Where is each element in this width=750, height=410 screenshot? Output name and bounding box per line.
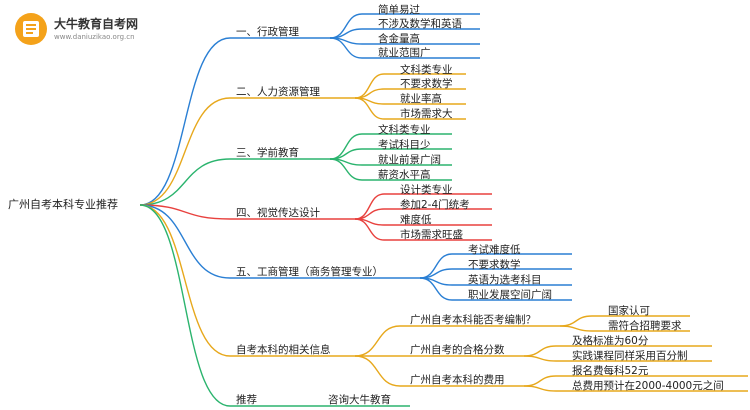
sub-branch-connector: [354, 355, 401, 387]
leaf-label: 就业前景广阔: [378, 154, 441, 166]
leaf-connector: [419, 277, 453, 301]
leaf-connector: [559, 325, 593, 332]
branch-label: 一、行政管理: [236, 26, 299, 38]
leaf-connector: [354, 193, 385, 220]
branch-label: 自考本科的相关信息: [236, 344, 331, 356]
leaf-connector: [329, 158, 363, 181]
leaf-label: 参加2-4门统考: [400, 199, 470, 211]
leaf-label: 英语为选考科目: [468, 274, 542, 286]
leaf-label: 不要求数学: [400, 78, 453, 90]
leaf-label: 国家认可: [608, 305, 650, 317]
sub-branch-connector: [354, 325, 401, 357]
leaf-label: 设计类专业: [400, 184, 453, 196]
branch-label: 三、学前教育: [236, 147, 299, 159]
leaf-label: 简单易过: [378, 4, 420, 16]
branch-label: 四、视觉传达设计: [236, 207, 320, 219]
leaf-label: 考试难度低: [468, 244, 521, 256]
sub-branch-label: 广州自考本科能否考编制？: [410, 314, 536, 326]
branch-label: 五、工商管理（商务管理专业）: [236, 266, 383, 278]
leaf-label: 及格标准为60分: [572, 335, 649, 347]
leaf-connector: [354, 218, 385, 241]
leaf-label: 市场需求旺盛: [400, 229, 463, 241]
leaf-label: 文科类专业: [378, 124, 431, 136]
leaf-label: 咨询大牛教育: [328, 394, 391, 406]
leaf-label: 就业率高: [400, 93, 442, 105]
leaf-connector: [523, 355, 557, 362]
leaf-label: 职业发展空间广阔: [468, 289, 552, 301]
leaf-label: 不要求数学: [468, 259, 521, 271]
leaf-label: 总费用预计在2000-4000元之间: [572, 380, 724, 392]
branch-connector: [139, 204, 231, 279]
root-node: 广州自考本科专业推荐: [8, 198, 118, 211]
leaf-label: 市场需求大: [400, 108, 453, 120]
leaf-label: 需符合招聘要求: [608, 320, 682, 332]
branch-connector: [139, 158, 231, 206]
leaf-label: 实践课程同样采用百分制: [572, 350, 688, 362]
branch-connector: [139, 204, 231, 220]
site-title: 大牛教育自考网: [54, 17, 139, 31]
leaf-connector: [354, 97, 385, 120]
leaf-label: 不涉及数学和英语: [378, 18, 462, 30]
leaf-connector: [354, 73, 385, 99]
leaf-connector: [329, 133, 363, 160]
leaf-label: 考试科目少: [378, 139, 431, 151]
leaf-connector: [329, 148, 363, 160]
leaf-connector: [329, 13, 363, 39]
leaf-connector: [329, 37, 363, 59]
leaf-connector: [419, 253, 453, 279]
leaf-label: 含金量高: [378, 33, 420, 45]
branch-label: 推荐: [236, 394, 257, 406]
leaf-label: 文科类专业: [400, 64, 453, 76]
leaf-label: 难度低: [400, 214, 432, 226]
leaf-connector: [559, 315, 593, 327]
site-url: www.daniuzikao.org.cn: [54, 33, 135, 41]
leaf-label: 薪资水平高: [378, 169, 431, 181]
branch-label: 二、人力资源管理: [236, 86, 320, 98]
leaf-label: 就业范围广: [378, 47, 431, 59]
branch-connector: [139, 204, 231, 357]
branch-connector: [139, 204, 231, 407]
sub-branch-label: 广州自考的合格分数: [410, 344, 505, 356]
leaf-label: 报名费每科52元: [572, 365, 649, 377]
leaf-connector: [523, 385, 557, 392]
leaf-connector: [523, 375, 557, 387]
logo-icon: [15, 13, 47, 45]
leaf-connector: [523, 345, 557, 357]
sub-branch-label: 广州自考本科的费用: [410, 374, 505, 386]
branch-connector: [139, 97, 231, 206]
branch-connector: [139, 37, 231, 206]
